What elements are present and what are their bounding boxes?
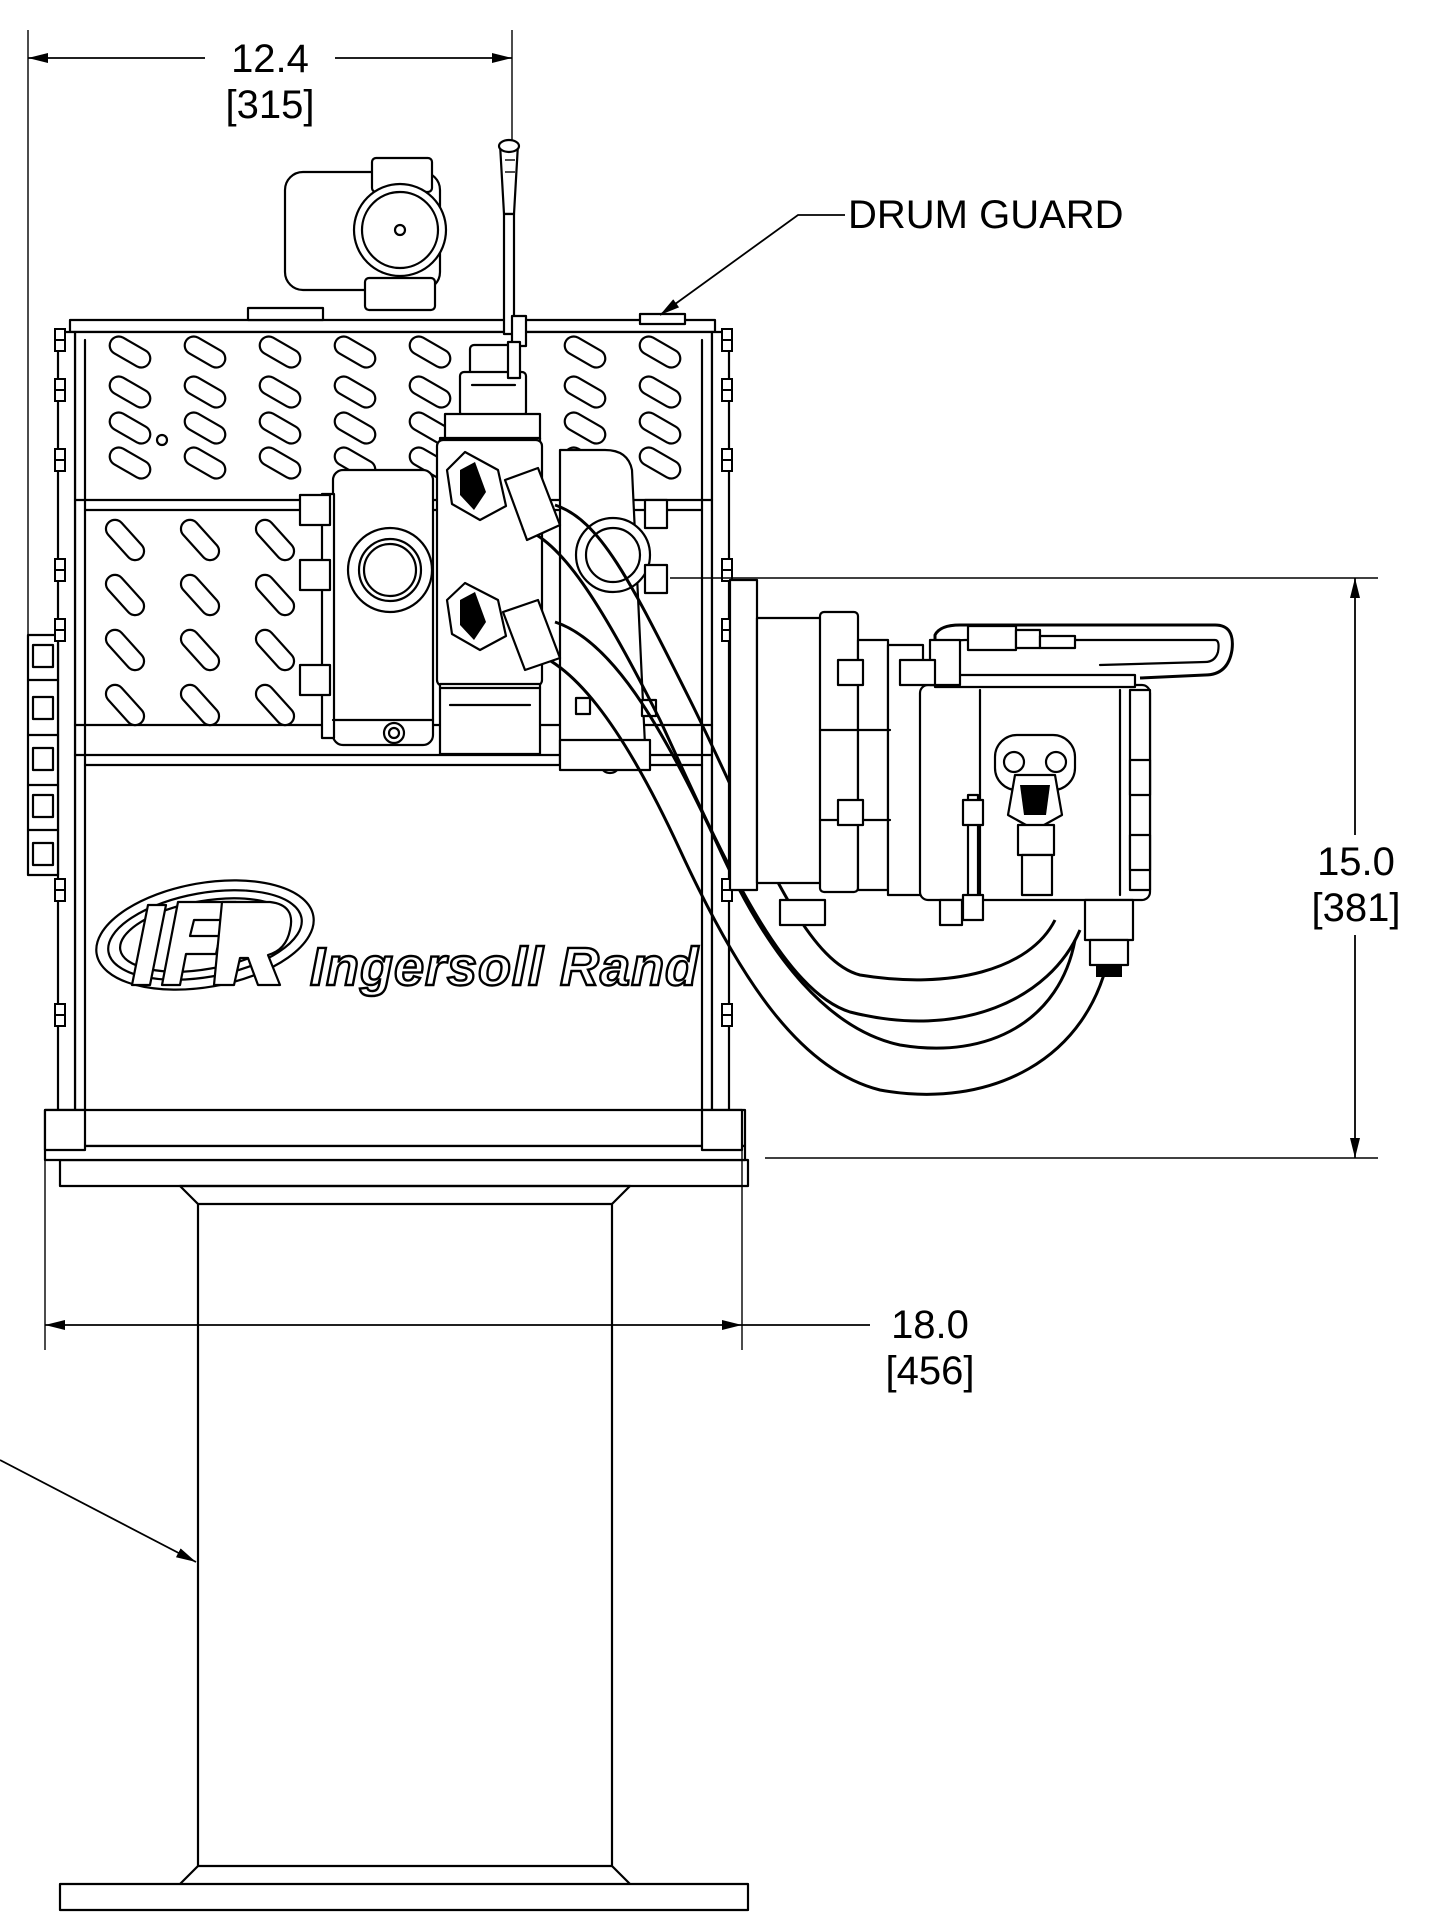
brand-wordmark: Ingersoll Rand bbox=[310, 937, 699, 997]
callout-leader-pedestal bbox=[0, 1459, 197, 1563]
hydraulic-hoses bbox=[501, 466, 1112, 1096]
callout-drum-guard: DRUM GUARD bbox=[659, 193, 1124, 316]
dimension-base-width: 18.0 [456] bbox=[44, 1150, 975, 1393]
drum-guard-label: DRUM GUARD bbox=[848, 193, 1124, 237]
dim-base-width-value: 18.0 bbox=[891, 1303, 969, 1347]
ir-emblem bbox=[95, 879, 315, 991]
ingersoll-rand-logo: Ingersoll Rand bbox=[95, 879, 699, 998]
dim-top-width-metric: [315] bbox=[226, 83, 315, 127]
air-motor bbox=[728, 578, 1234, 977]
dimension-height: 15.0 [381] bbox=[670, 577, 1401, 1159]
dim-base-width-metric: [456] bbox=[886, 1349, 975, 1393]
top-air-inlet bbox=[246, 156, 687, 326]
control-lever bbox=[497, 138, 528, 348]
dim-height-metric: [381] bbox=[1312, 886, 1401, 930]
dimension-top-width: 12.4 [315] bbox=[27, 30, 513, 655]
pedestal bbox=[58, 1158, 750, 1912]
guard-perforations-upper bbox=[105, 332, 685, 483]
dim-top-width-value: 12.4 bbox=[231, 37, 309, 81]
dim-height-value: 15.0 bbox=[1317, 840, 1395, 884]
